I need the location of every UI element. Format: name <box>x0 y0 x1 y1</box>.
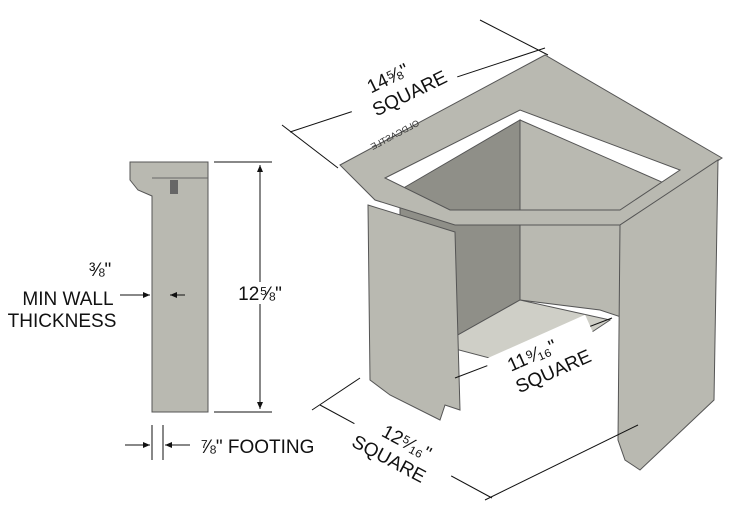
bottom-ext-left <box>311 377 361 411</box>
bottom-ext-right <box>484 424 639 501</box>
wall-label-line2: MIN WALL <box>22 289 113 310</box>
height-label: 12⅝" <box>238 284 282 305</box>
meter-box-iso: OLDCASTLE <box>339 54 723 471</box>
footing-label: ⅞" FOOTING <box>200 437 314 458</box>
anchor-slot <box>170 180 178 194</box>
top-ext-left <box>281 124 339 169</box>
wall-section <box>129 161 209 413</box>
wall-label-fraction: ⅜" <box>89 260 112 281</box>
section-view: 12⅝" ⅜" MIN WALL THICKNESS ⅞" FOOTING <box>8 161 314 460</box>
front-right-wall <box>617 159 719 471</box>
top-ext-right <box>479 19 549 56</box>
front-left-wall <box>367 204 461 421</box>
bottom-dimension: 12⁵⁄₁₆" SQUARE <box>311 377 639 501</box>
wall-label-line3: THICKNESS <box>8 311 117 332</box>
